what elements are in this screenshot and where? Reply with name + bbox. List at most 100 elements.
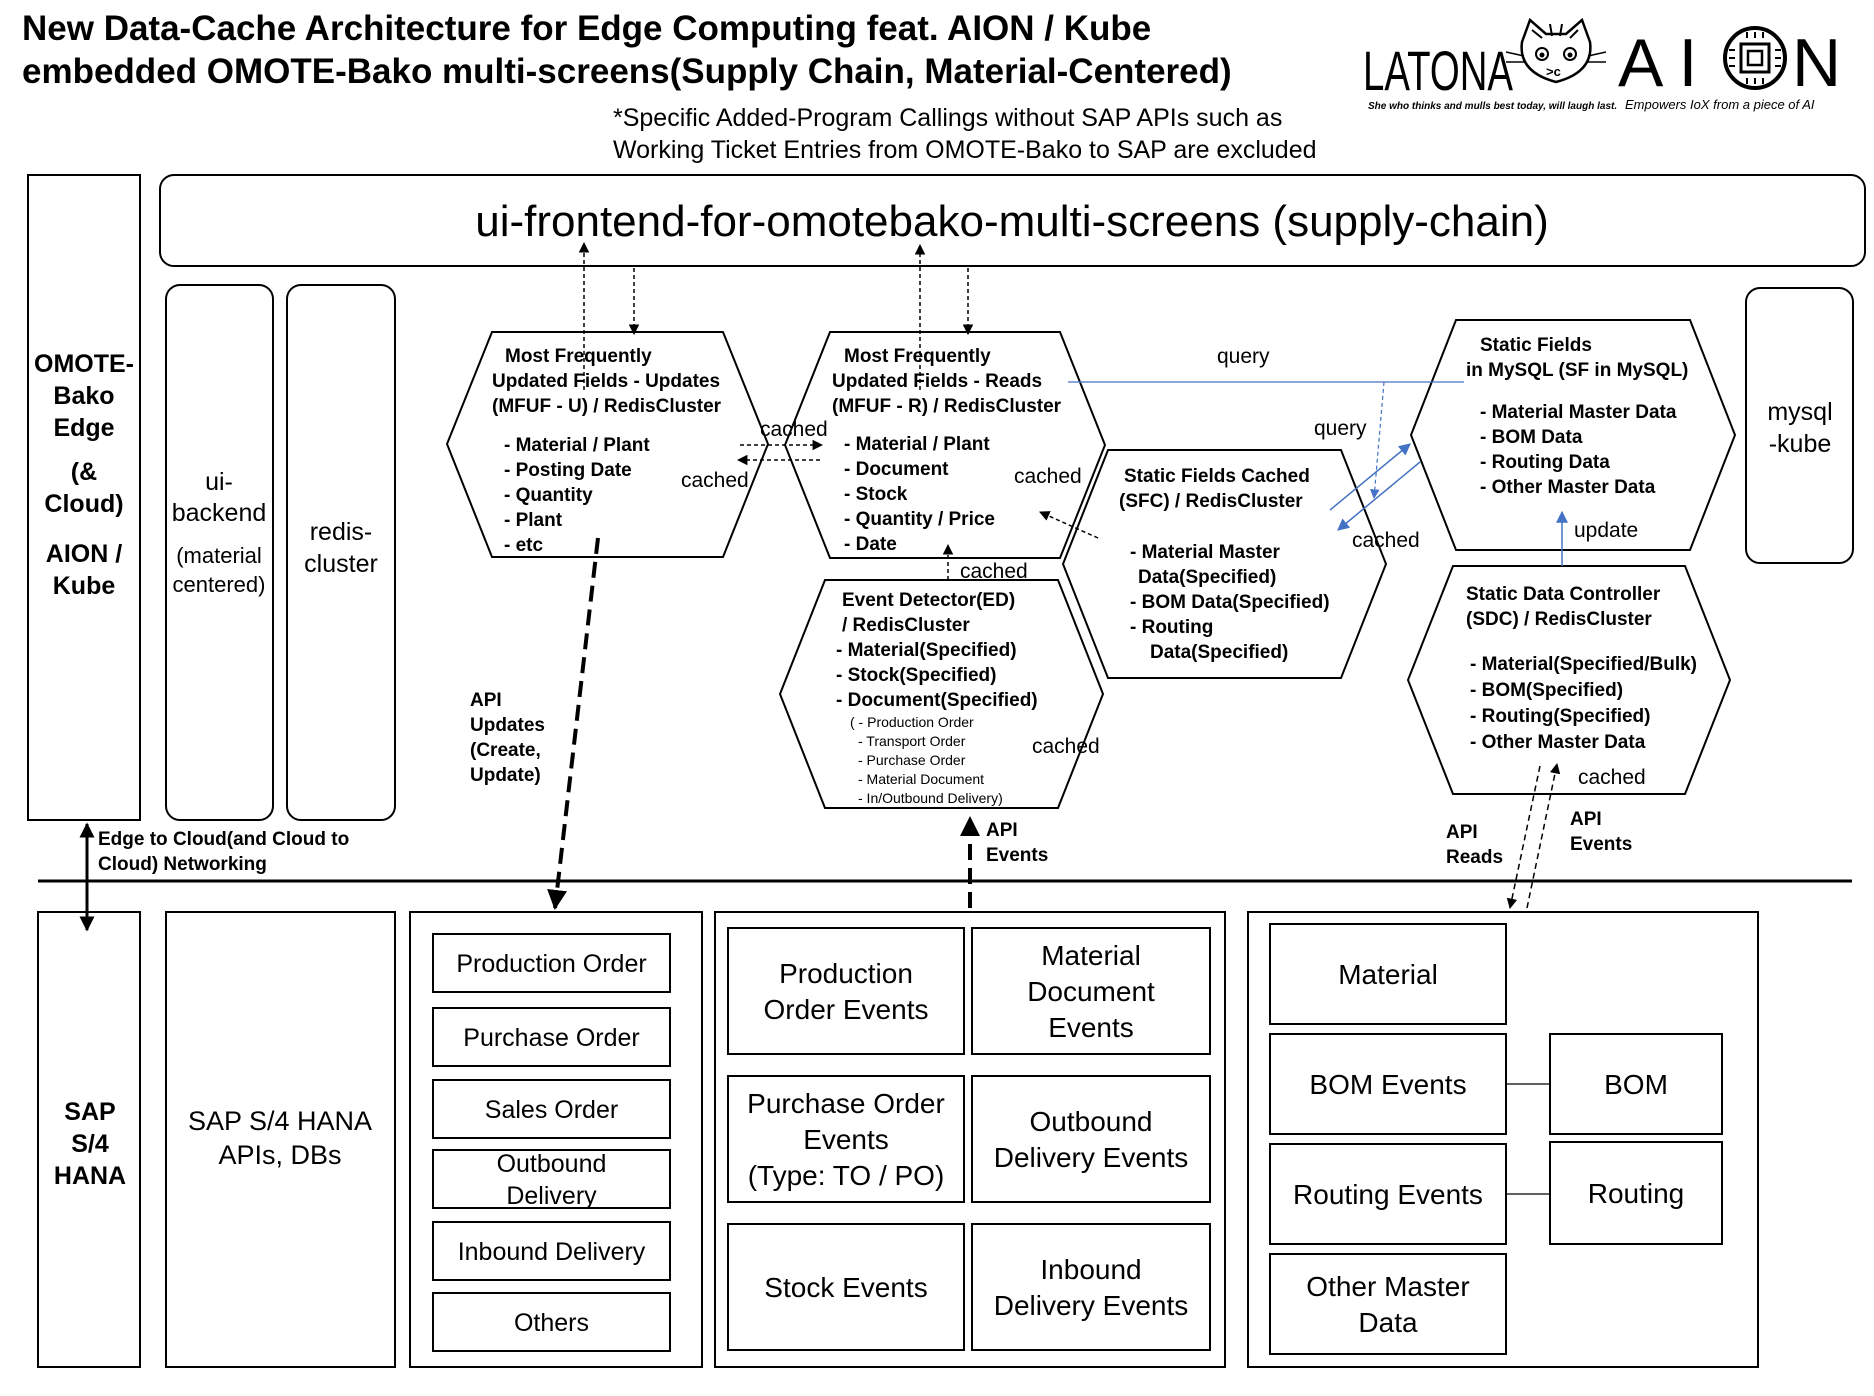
- sap-event-item: [971, 1075, 1211, 1203]
- sap-event-item: [727, 1223, 965, 1351]
- sap-event-item-label: Inbound: [1040, 1254, 1141, 1285]
- sap-event-item: [727, 927, 965, 1055]
- hex-item: - Quantity: [504, 485, 593, 506]
- hex-mfuf-updates: [445, 331, 770, 558]
- hex-item: Data(Specified): [1150, 642, 1288, 663]
- sap-apis-box: [165, 911, 396, 1368]
- hex-title-line: (SDC) / RedisCluster: [1466, 609, 1652, 630]
- networking-line: Edge to Cloud(and Cloud to: [98, 829, 349, 850]
- sap-event-item-label: Delivery Events: [994, 1142, 1189, 1173]
- backend-label-line: centered): [173, 572, 266, 597]
- latona-logo: LATONA >c She who thinks and mulls best …: [1363, 17, 1617, 112]
- sap-master-routing-label: Routing: [1588, 1178, 1685, 1209]
- hex-item: - Material / Plant: [504, 435, 650, 456]
- sap-event-item-label: Events: [1048, 1012, 1134, 1043]
- ui-frontend-box: [159, 174, 1866, 267]
- sap-master-other-label: Data: [1358, 1307, 1418, 1338]
- hex-sdc-text: Static Data Controller (SDC) / RedisClust…: [1466, 584, 1697, 753]
- label-cached-sdc: cached: [1578, 766, 1646, 789]
- cat-mouth: >c: [1546, 64, 1561, 79]
- hex-item: - BOM Data(Specified): [1130, 592, 1330, 613]
- hex-title-line: Most Frequently: [505, 346, 652, 367]
- sap-apis-line: APIs, DBs: [218, 1140, 341, 1170]
- hex-title-line: (MFUF - U) / RedisCluster: [492, 396, 722, 417]
- sap-event-item-label: Document: [1027, 976, 1155, 1007]
- api-reads-line: Reads: [1446, 847, 1503, 868]
- sap-event-item: [727, 1075, 965, 1203]
- api-events-line: Events: [986, 845, 1048, 866]
- edge-label-line: OMOTE-: [34, 350, 134, 378]
- hex-subitem: - In/Outbound Delivery): [858, 790, 1003, 806]
- sap-label-line: SAP: [64, 1098, 115, 1126]
- label-cached-ed: cached: [960, 560, 1028, 583]
- note-line-1: *Specific Added-Program Callings without…: [613, 104, 1282, 132]
- hex-item: - Material Master: [1130, 542, 1281, 563]
- sap-master-routing-events: [1269, 1143, 1507, 1245]
- hex-title-line: Static Data Controller: [1466, 584, 1661, 605]
- label-cached-mfuf: cached: [760, 418, 828, 441]
- hex-event-detector: [778, 579, 1105, 809]
- label-query-top: query: [1217, 345, 1270, 368]
- sap-master-other-label: Other Master: [1306, 1271, 1469, 1302]
- sap-master-bom: [1549, 1033, 1723, 1135]
- label-api-reads: API Reads: [1446, 822, 1503, 868]
- sap-doc-item: [432, 933, 671, 993]
- sap-master-routing-events-label: Routing Events: [1293, 1179, 1483, 1210]
- mysql-label-line: mysql: [1767, 398, 1832, 426]
- latona-logo-text: LATONA: [1363, 39, 1513, 102]
- sap-doc-item-label: Delivery: [506, 1182, 597, 1210]
- hex-title-line: Updated Fields - Reads: [832, 371, 1042, 392]
- sap-master-bom-events-label: BOM Events: [1309, 1069, 1466, 1100]
- sap-event-item-label: Delivery Events: [994, 1290, 1189, 1321]
- backend-label-line: backend: [172, 499, 267, 527]
- hex-item: - Stock: [844, 484, 908, 505]
- sap-doc-item-label: Sales Order: [485, 1096, 618, 1124]
- label-cached-mfuf-r: cached: [1014, 465, 1082, 488]
- sap-event-item-label: Material: [1041, 940, 1141, 971]
- edge-label-line: Edge: [53, 414, 114, 442]
- api-updates-line: API: [470, 690, 502, 711]
- title-line-1: New Data-Cache Architecture for Edge Com…: [22, 9, 1151, 48]
- sap-doc-item: [432, 1221, 671, 1281]
- sap-doc-item-label: Inbound Delivery: [458, 1238, 646, 1266]
- sap-doc-item-label: Purchase Order: [463, 1024, 639, 1052]
- hex-subitem: - Material Document: [858, 771, 984, 787]
- sap-event-item-label: (Type: TO / PO): [748, 1160, 945, 1191]
- hex-item: - Material Master Data: [1480, 402, 1677, 423]
- hex-title-line: Most Frequently: [844, 346, 991, 367]
- sap-doc-item: [432, 1292, 671, 1352]
- aion-logo: A I N Empowers IoX from a piece of AI: [1618, 25, 1841, 112]
- hex-item: - Other Master Data: [1480, 477, 1656, 498]
- hex-item: - Document: [844, 459, 949, 480]
- latona-tagline: She who thinks and mulls best today, wil…: [1368, 101, 1617, 112]
- chip-icon: [1723, 26, 1787, 90]
- hex-item: - Quantity / Price: [844, 509, 995, 530]
- cat-icon: >c: [1505, 17, 1607, 84]
- sap-event-item-label: Stock Events: [764, 1272, 927, 1303]
- api-reads-line: API: [1446, 822, 1478, 843]
- sap-master-material: [1269, 923, 1507, 1025]
- aion-logo-text-left: A I: [1618, 25, 1697, 101]
- sap-master-routing: [1549, 1141, 1723, 1245]
- hex-title-line: (MFUF - R) / RedisCluster: [832, 396, 1062, 417]
- title-line-2: embedded OMOTE-Bako multi-screens(Supply…: [22, 52, 1232, 91]
- sap-master-other: [1269, 1253, 1507, 1355]
- sap-doc-item: [432, 1007, 671, 1067]
- sap-doc-item-label: Outbound: [497, 1150, 607, 1178]
- hex-item: - Routing: [1130, 617, 1213, 638]
- sap-doc-item: [432, 1149, 671, 1209]
- hex-item: - Routing(Specified): [1470, 706, 1650, 727]
- sap-doc-item-label: Others: [514, 1309, 589, 1337]
- backend-label-line: (material: [176, 543, 262, 568]
- api-events-line: API: [986, 820, 1018, 841]
- edge-label-line: Cloud): [44, 490, 123, 518]
- hex-title-line: (SFC) / RedisCluster: [1119, 491, 1303, 512]
- hex-item: Data(Specified): [1138, 567, 1276, 588]
- edge-label-line: (&: [71, 458, 97, 486]
